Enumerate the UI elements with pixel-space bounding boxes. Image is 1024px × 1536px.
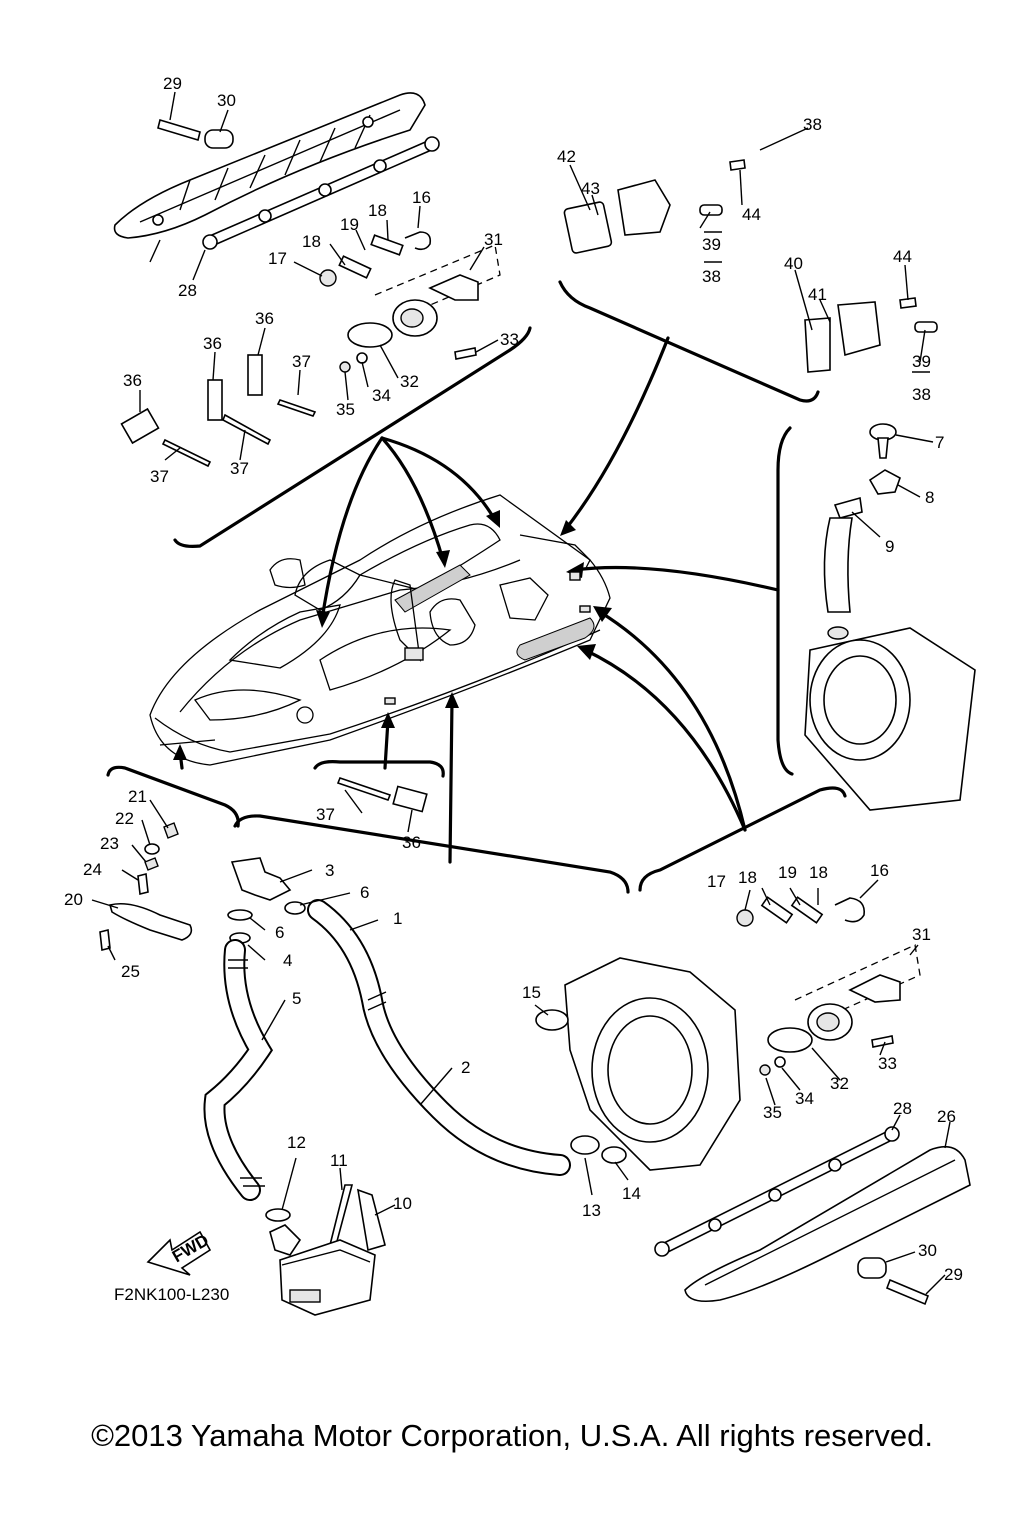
callout-30: 30	[217, 91, 236, 110]
mounting-bracket-assembly	[99, 822, 193, 951]
callout-23: 23	[100, 834, 119, 853]
callout-18: 18	[809, 863, 828, 882]
callout-18: 18	[302, 232, 321, 251]
water-box-assembly	[265, 1184, 386, 1316]
callout-44: 44	[742, 205, 761, 224]
hose-assembly	[203, 857, 571, 1201]
pump-vent-assembly	[804, 423, 976, 811]
callout-32: 32	[400, 372, 419, 391]
leader-lines	[91, 91, 951, 1295]
callout-26: 26	[937, 1107, 956, 1126]
callout-6: 6	[360, 883, 369, 902]
callout-21: 21	[128, 787, 147, 806]
callout-7: 7	[935, 433, 944, 452]
callout-16: 16	[870, 861, 889, 880]
forward-direction-arrow: FWD	[146, 1230, 212, 1276]
callout-28: 28	[178, 281, 197, 300]
callout-34: 34	[372, 386, 391, 405]
callout-30: 30	[918, 1241, 937, 1260]
callout-4: 4	[283, 951, 292, 970]
callout-9: 9	[885, 537, 894, 556]
callout-17: 17	[268, 249, 287, 268]
callout-12: 12	[287, 1133, 306, 1152]
callout-31: 31	[484, 230, 503, 249]
callout-34: 34	[795, 1089, 814, 1108]
callout-37: 37	[292, 352, 311, 371]
callout-16: 16	[412, 188, 431, 207]
callout-29: 29	[944, 1265, 963, 1284]
callout-31: 31	[912, 925, 931, 944]
callout-41: 41	[808, 285, 827, 304]
callout-1: 1	[393, 909, 402, 928]
callout-20: 20	[64, 890, 83, 909]
callout-8: 8	[925, 488, 934, 507]
callout-38: 38	[803, 115, 822, 134]
callout-33: 33	[878, 1054, 897, 1073]
callout-39: 39	[702, 235, 721, 254]
callout-18: 18	[368, 201, 387, 220]
callout-6: 6	[275, 923, 284, 942]
callout-36: 36	[255, 309, 274, 328]
callout-36: 36	[203, 334, 222, 353]
jet-pump-housing	[535, 957, 741, 1171]
callout-15: 15	[522, 983, 541, 1002]
callout-42: 42	[557, 147, 576, 166]
callout-38: 38	[912, 385, 931, 404]
callout-44: 44	[893, 247, 912, 266]
callout-37: 37	[230, 459, 249, 478]
callout-40: 40	[784, 254, 803, 273]
callout-37: 37	[150, 467, 169, 486]
callout-14: 14	[622, 1184, 641, 1203]
callout-5: 5	[292, 989, 301, 1008]
copyright-notice: ©2013 Yamaha Motor Corporation, U.S.A. A…	[91, 1418, 933, 1453]
callout-labels: 29 30 28 17 18 19 18 16 31 33 32 34 35 3…	[64, 74, 963, 1304]
callout-13: 13	[582, 1201, 601, 1220]
pointer-arrows	[173, 336, 780, 864]
callout-38: 38	[702, 267, 721, 286]
callout-19: 19	[340, 215, 359, 234]
callout-32: 32	[830, 1074, 849, 1093]
callout-43: 43	[581, 179, 600, 198]
callout-17: 17	[707, 872, 726, 891]
callout-2: 2	[461, 1058, 470, 1077]
rivet-bracket-lower	[336, 776, 428, 813]
callout-22: 22	[115, 809, 134, 828]
callout-35: 35	[763, 1103, 782, 1122]
rivet-brackets-upper	[120, 354, 317, 468]
callout-3: 3	[325, 861, 334, 880]
callout-11: 11	[330, 1151, 348, 1170]
callout-36: 36	[123, 371, 142, 390]
diagram-code: F2NK100-L230	[114, 1285, 229, 1304]
callout-29: 29	[163, 74, 182, 93]
callout-18: 18	[738, 868, 757, 887]
callout-25: 25	[121, 962, 140, 981]
callout-33: 33	[500, 330, 519, 349]
drain-plug-assembly-lower	[736, 896, 921, 1076]
reboarding-handle-assembly	[563, 112, 938, 373]
callout-35: 35	[336, 400, 355, 419]
group-brackets	[106, 280, 847, 894]
callout-37: 37	[316, 805, 335, 824]
rear-grab-rail-assembly	[113, 92, 440, 250]
callout-24: 24	[83, 860, 102, 879]
callout-28: 28	[893, 1099, 912, 1118]
callout-19: 19	[778, 863, 797, 882]
drain-plug-assembly-upper	[319, 231, 501, 373]
callout-10: 10	[393, 1194, 412, 1213]
side-grab-rail-assembly	[654, 1126, 971, 1306]
watercraft-hull	[149, 494, 611, 766]
callout-36: 36	[402, 833, 421, 852]
callout-39: 39	[912, 352, 931, 371]
